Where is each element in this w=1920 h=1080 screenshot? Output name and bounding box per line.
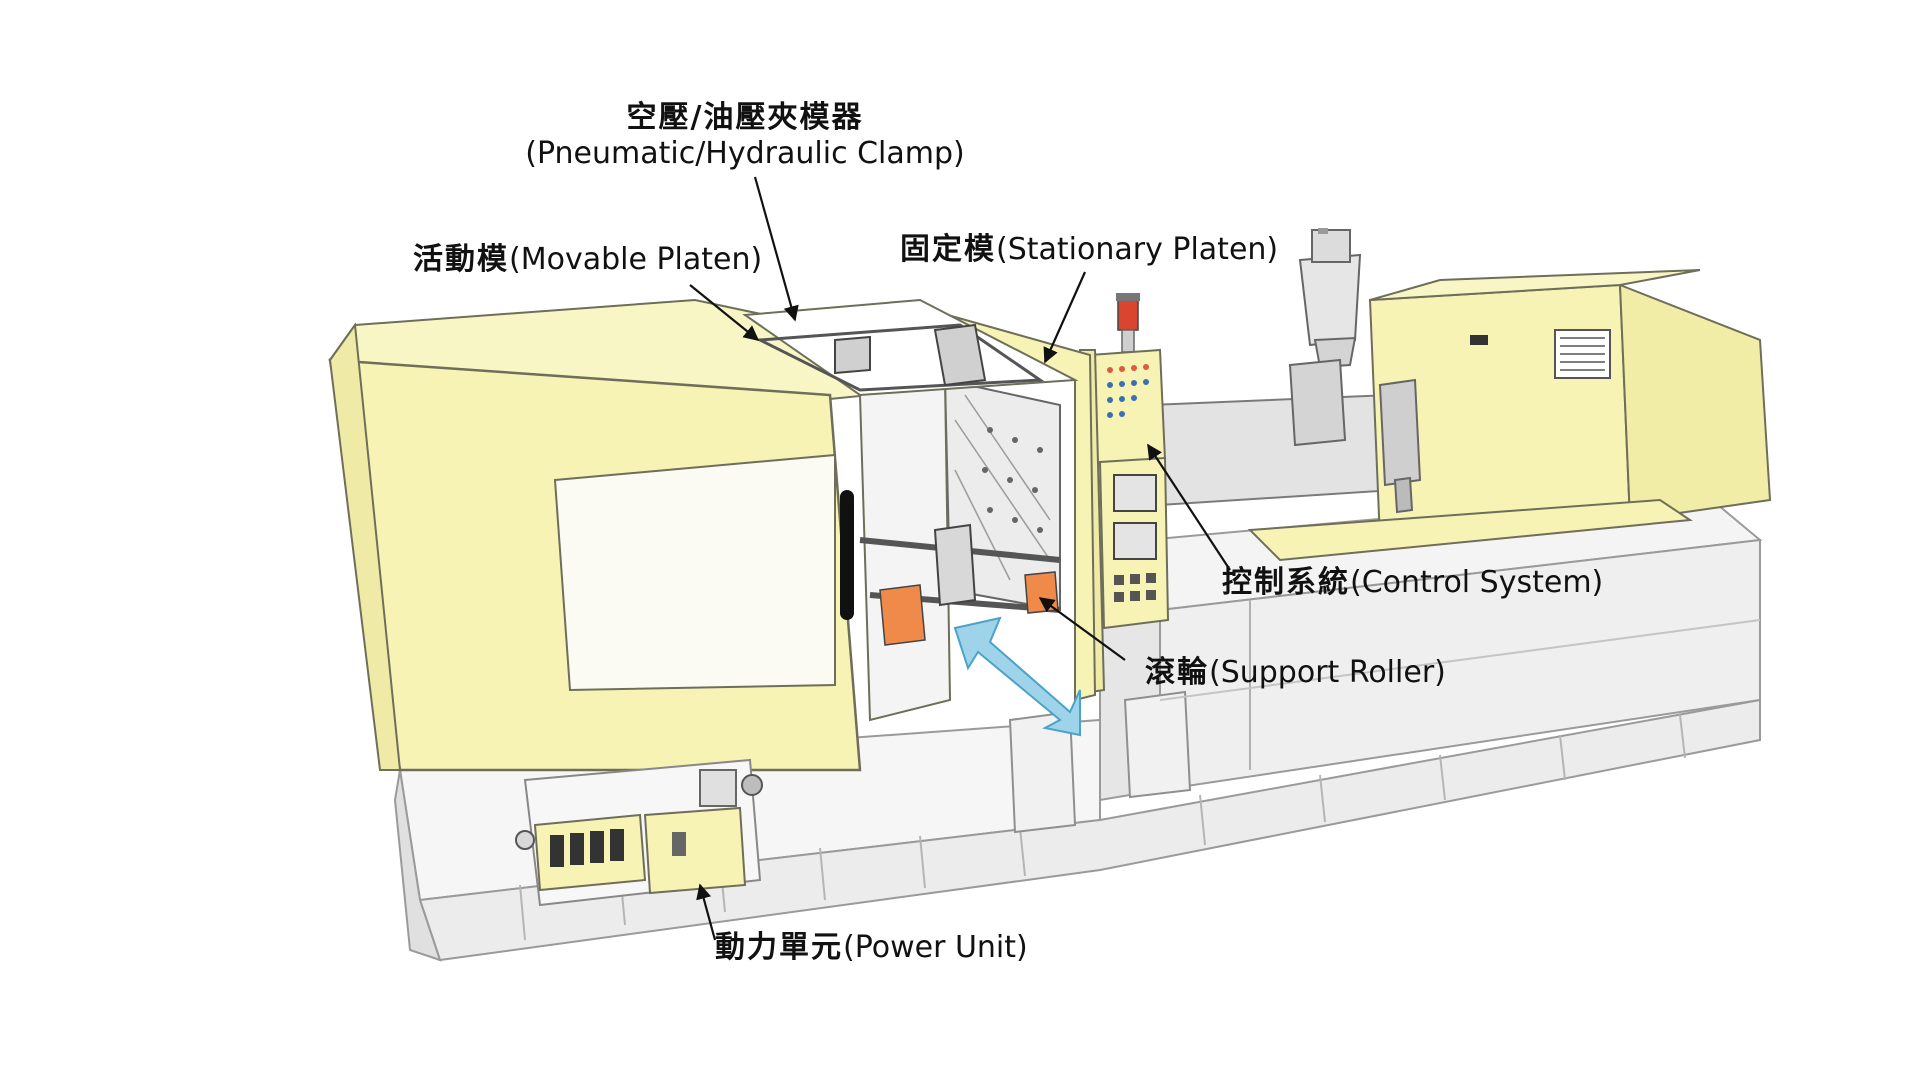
- leader-movable-platen: [689, 284, 760, 341]
- leader-support-roller: [1038, 597, 1126, 661]
- label-movable-platen-en: (Movable Platen): [509, 242, 763, 277]
- label-clamp-cjk: 空壓/油壓夾模器: [626, 100, 864, 135]
- mold-area: [742, 298, 1079, 722]
- label-stationary-platen: 固定模(Stationary Platen): [900, 232, 1278, 268]
- leader-clamp: [753, 176, 799, 322]
- label-stationary-platen-cjk: 固定模: [900, 232, 996, 267]
- label-stationary-platen-en: (Stationary Platen): [996, 232, 1279, 267]
- leader-power-unit: [696, 883, 717, 941]
- label-clamp: 空壓/油壓夾模器 (Pneumatic/Hydraulic Clamp): [515, 100, 975, 172]
- label-control-system: 控制系統(Control System): [1222, 565, 1603, 601]
- leader-stationary-platen: [1043, 271, 1087, 364]
- label-support-roller: 滾輪(Support Roller): [1145, 655, 1446, 691]
- label-power-unit: 動力單元(Power Unit): [715, 930, 1028, 966]
- label-movable-platen-cjk: 活動模: [413, 242, 509, 277]
- label-movable-platen: 活動模(Movable Platen): [413, 242, 762, 278]
- label-control-system-cjk: 控制系統: [1222, 565, 1350, 600]
- label-clamp-en: (Pneumatic/Hydraulic Clamp): [525, 136, 965, 171]
- label-power-unit-en: (Power Unit): [843, 930, 1028, 965]
- roller-motion-arrow: [953, 616, 1081, 737]
- label-support-roller-en: (Support Roller): [1209, 655, 1446, 690]
- machine-base: [393, 488, 1763, 962]
- label-control-system-en: (Control System): [1350, 565, 1604, 600]
- label-power-unit-cjk: 動力單元: [715, 930, 843, 965]
- clamp-unit-cover: [328, 298, 872, 772]
- leader-control-system: [1147, 443, 1231, 571]
- power-unit: [515, 758, 763, 907]
- injection-unit: [1148, 228, 1772, 562]
- label-support-roller-cjk: 滾輪: [1145, 655, 1209, 690]
- leader-lines: [689, 176, 1231, 941]
